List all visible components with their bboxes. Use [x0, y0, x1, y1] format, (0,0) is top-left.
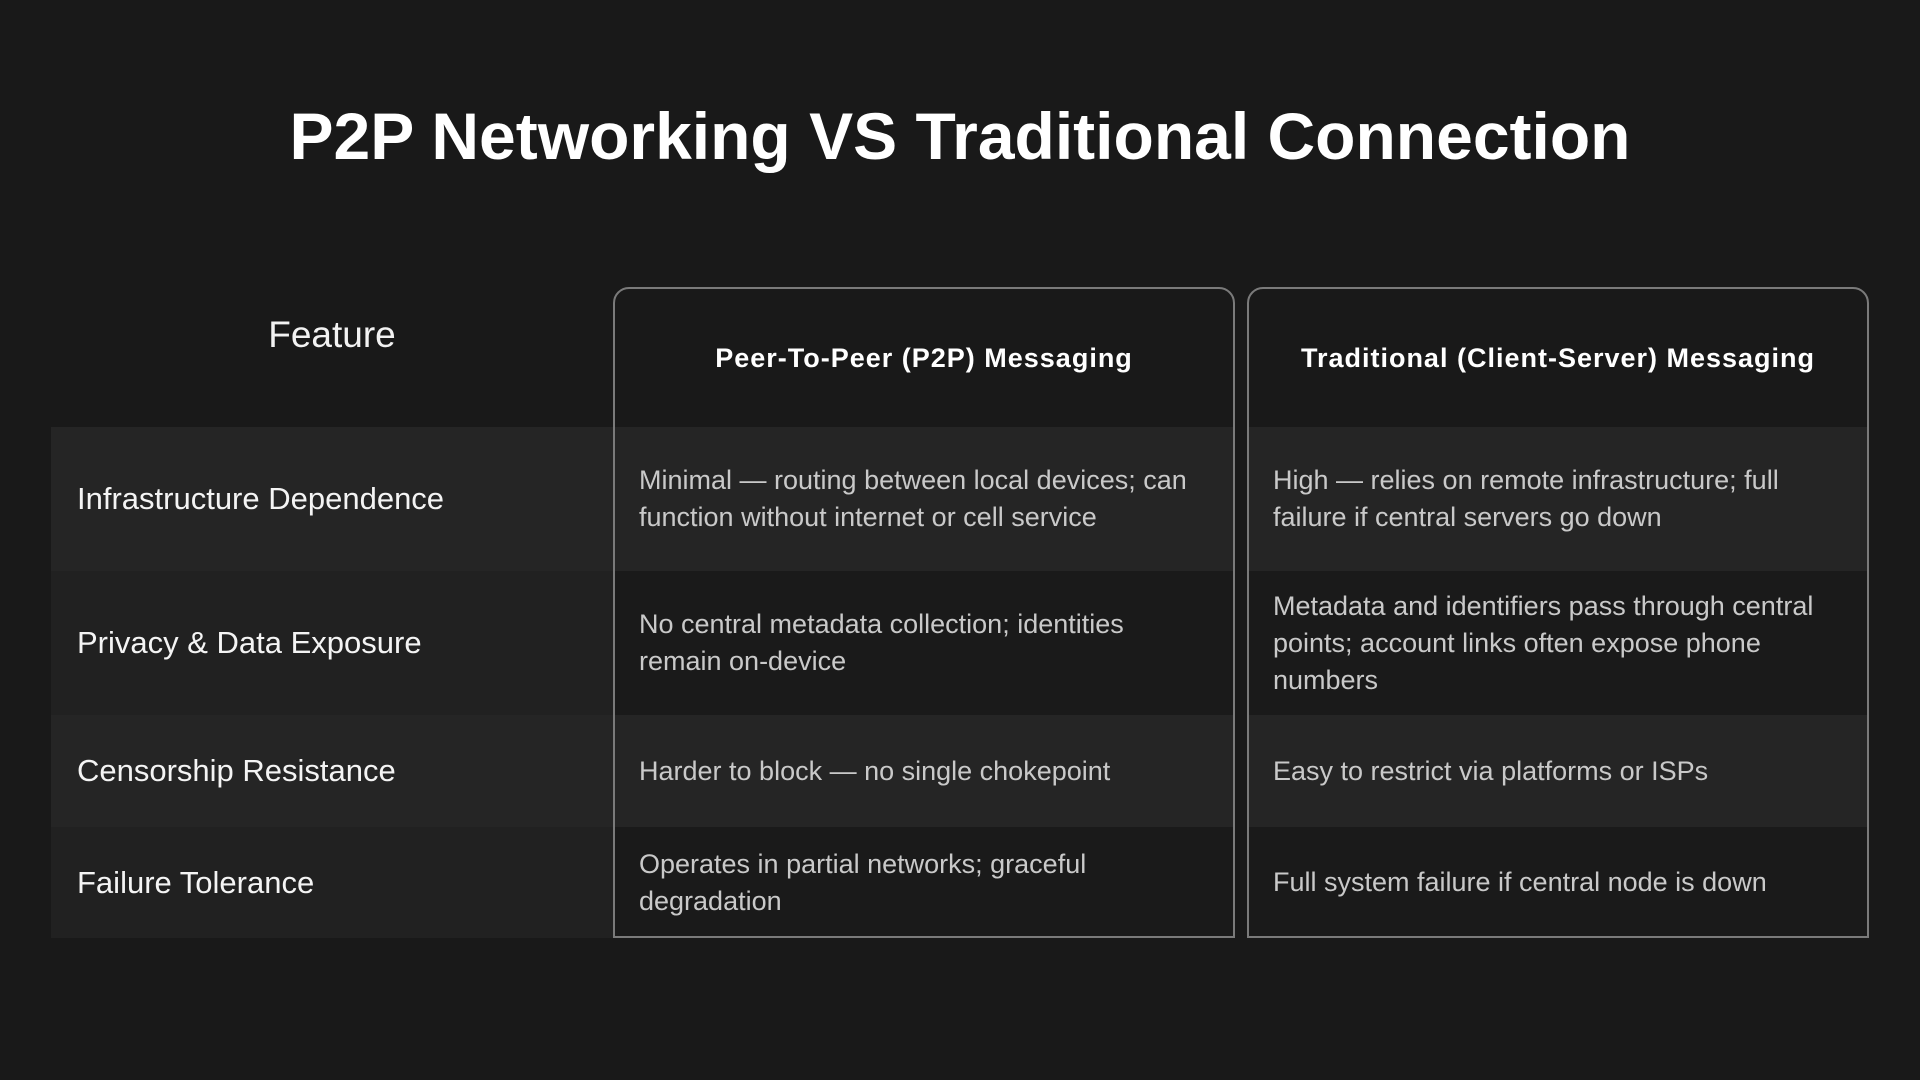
traditional-cell-privacy: Metadata and identifiers pass through ce… [1249, 571, 1867, 715]
cell-text: No central metadata collection; identiti… [639, 609, 1124, 676]
page-title: P2P Networking VS Traditional Connection [289, 99, 1631, 173]
traditional-cell-censorship: Easy to restrict via platforms or ISPs [1249, 715, 1867, 827]
p2p-cell-infrastructure: Minimal — routing between local devices;… [615, 427, 1233, 571]
traditional-cell-infrastructure: High — relies on remote infrastructure; … [1249, 427, 1867, 571]
cell-text: High — relies on remote infrastructure; … [1273, 465, 1779, 532]
feature-label: Failure Tolerance [77, 864, 315, 900]
cell-text: Minimal — routing between local devices;… [639, 465, 1187, 532]
p2p-column: Peer-To-Peer (P2P) Messaging Minimal — r… [613, 287, 1235, 938]
feature-label: Infrastructure Dependence [77, 481, 445, 516]
feature-label: Censorship Resistance [77, 753, 396, 788]
p2p-cell-privacy: No central metadata collection; identiti… [615, 571, 1233, 715]
cell-text: Metadata and identifiers pass through ce… [1273, 590, 1814, 695]
traditional-cell-failure: Full system failure if central node is d… [1249, 827, 1867, 936]
feature-cell-failure: Failure Tolerance [51, 827, 613, 938]
cell-text: Harder to block — no single chokepoint [639, 755, 1111, 786]
traditional-column: Traditional (Client-Server) Messaging Hi… [1247, 287, 1869, 938]
feature-label: Privacy & Data Exposure [77, 625, 422, 660]
cell-text: Operates in partial networks; graceful d… [639, 848, 1087, 916]
p2p-column-header: Peer-To-Peer (P2P) Messaging [715, 342, 1133, 373]
feature-cell-infrastructure: Infrastructure Dependence [51, 427, 613, 571]
p2p-cell-failure: Operates in partial networks; graceful d… [615, 827, 1233, 936]
feature-cell-privacy: Privacy & Data Exposure [51, 571, 613, 715]
feature-column: Feature Infrastructure Dependence Privac… [51, 287, 613, 938]
cell-text: Easy to restrict via platforms or ISPs [1273, 755, 1709, 786]
traditional-column-header: Traditional (Client-Server) Messaging [1300, 342, 1816, 373]
cell-text: Full system failure if central node is d… [1273, 867, 1767, 897]
feature-header-label: Feature [268, 314, 396, 355]
feature-cell-censorship: Censorship Resistance [51, 715, 613, 827]
p2p-cell-censorship: Harder to block — no single chokepoint [615, 715, 1233, 827]
feature-column-header: Feature [51, 287, 613, 427]
